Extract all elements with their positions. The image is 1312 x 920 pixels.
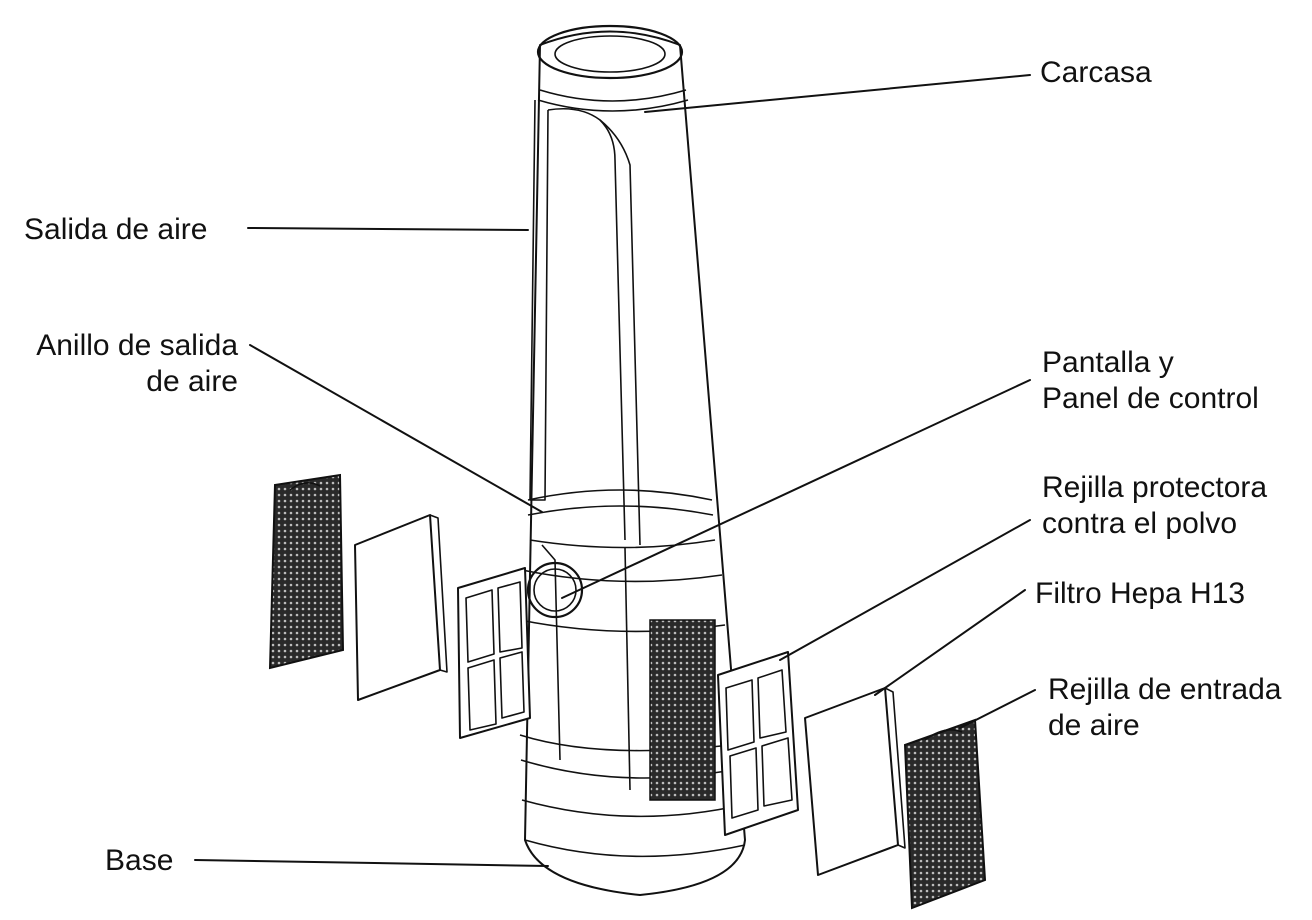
left-dust-screen (457, 567, 531, 739)
leader-carcasa (644, 74, 1031, 113)
leader-rejilla-entrada (959, 689, 1036, 729)
leader-salida (247, 227, 529, 231)
label-carcasa: Carcasa (1040, 56, 1152, 89)
label-rejilla-protectora: Rejilla protectora contra el polvo (1042, 471, 1268, 540)
leader-anillo (249, 344, 543, 513)
label-pantalla-panel: Pantalla y Panel de control (1042, 346, 1259, 415)
label-anillo-de-salida: Anillo de salida de aire (36, 329, 238, 398)
label-rejilla-entrada: Rejilla de entrada de aire (1048, 673, 1282, 742)
label-filtro-hepa: Filtro Hepa H13 (1035, 577, 1246, 610)
leader-rejilla-protectora (779, 519, 1031, 661)
left-intake-grille (268, 473, 345, 670)
tower-housing (519, 24, 746, 896)
leader-pantalla (561, 379, 1031, 599)
label-base: Base (105, 844, 174, 877)
leader-base (194, 859, 549, 867)
right-dust-screen (717, 651, 799, 836)
right-intake-grille (903, 718, 987, 910)
left-hepa-filter (354, 514, 448, 701)
right-hepa-filter (804, 687, 906, 876)
leader-filtro (874, 589, 1026, 696)
label-salida-de-aire: Salida de aire (24, 213, 208, 246)
